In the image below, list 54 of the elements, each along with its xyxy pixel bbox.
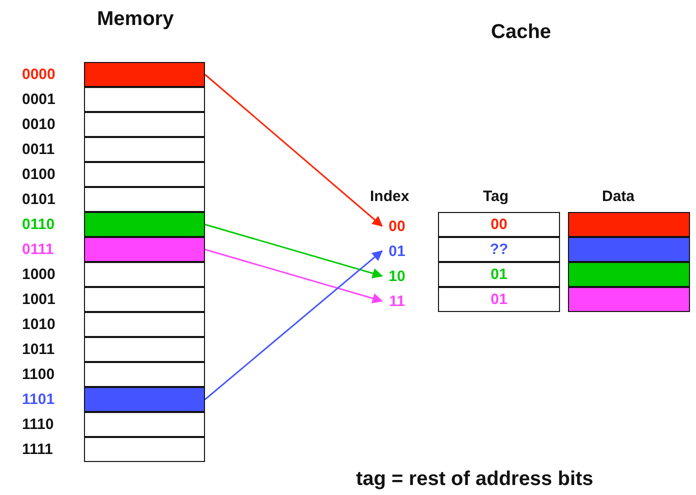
memory-cell [84, 212, 205, 237]
address-label: 0100 [22, 166, 56, 183]
memory-cell [84, 262, 205, 287]
column-heading: Cache [491, 21, 552, 44]
cache-data-cell [568, 287, 690, 312]
memory-cell [84, 62, 205, 87]
arrow [204, 224, 383, 278]
tag-cell: 01 [438, 262, 560, 287]
cache-data-cell [568, 237, 690, 262]
column-heading: Tag [483, 188, 509, 205]
index-label: 00 [384, 217, 410, 235]
address-label: 0010 [22, 116, 56, 133]
address-label: 1110 [22, 416, 54, 433]
cache-data-cell [568, 262, 690, 287]
address-label: 0101 [22, 191, 56, 208]
arrow [204, 250, 383, 400]
index-label: 01 [384, 242, 410, 260]
address-label: 1001 [22, 291, 56, 308]
memory-cell [84, 437, 205, 462]
memory-cell [84, 412, 205, 437]
memory-cell [84, 137, 205, 162]
column-heading: Data [602, 188, 635, 205]
note: tag = rest of address bits [356, 468, 594, 491]
memory-cell [84, 187, 205, 212]
address-label: 0001 [22, 91, 56, 108]
cache-data-cell [568, 212, 690, 237]
memory-cell [84, 362, 205, 387]
address-label: 1000 [22, 266, 56, 283]
address-label: 0000 [22, 66, 56, 83]
arrow [204, 74, 383, 227]
address-label: 1010 [22, 316, 56, 333]
memory-cell [84, 337, 205, 362]
index-label: 11 [384, 292, 410, 310]
memory-cell [84, 312, 205, 337]
address-label: 1100 [22, 366, 55, 383]
memory-cell [84, 87, 205, 112]
arrow [204, 248, 383, 304]
tag-cell: ?? [438, 237, 560, 262]
column-heading: Index [370, 188, 410, 205]
address-label: 1101 [22, 391, 55, 408]
memory-cell [84, 162, 205, 187]
address-label: 1011 [22, 341, 55, 358]
column-heading: Memory [97, 8, 174, 31]
tag-cell: 00 [438, 212, 560, 237]
index-label: 10 [384, 267, 410, 285]
memory-cell [84, 387, 205, 412]
tag-cell: 01 [438, 287, 560, 312]
address-label: 0011 [22, 141, 55, 158]
memory-cell [84, 287, 205, 312]
address-label: 1111 [22, 441, 53, 458]
address-label: 0110 [22, 216, 55, 233]
memory-cell [84, 237, 205, 262]
address-label: 0111 [22, 241, 54, 258]
memory-cell [84, 112, 205, 137]
